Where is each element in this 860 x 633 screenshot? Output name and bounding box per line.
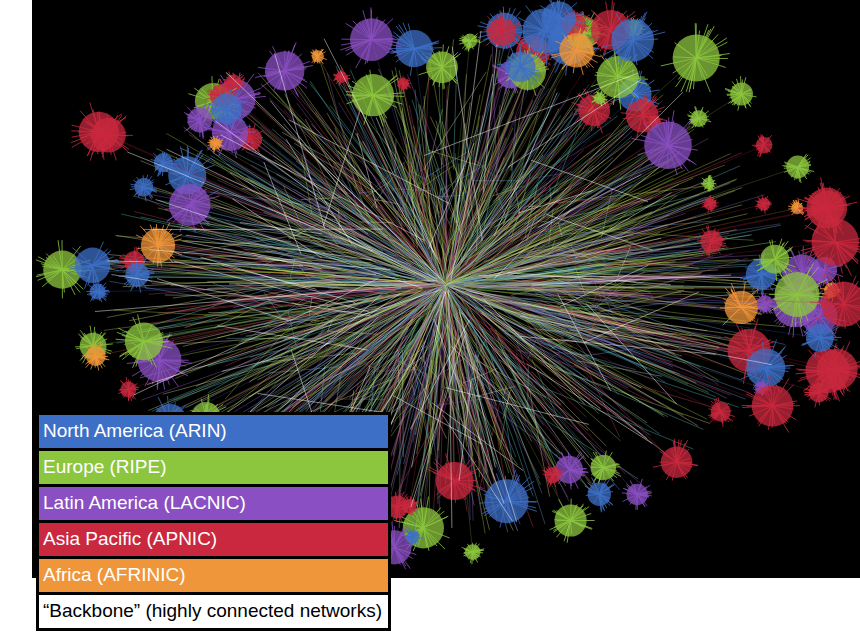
link-line: [805, 242, 835, 243]
link-line: [571, 499, 572, 521]
